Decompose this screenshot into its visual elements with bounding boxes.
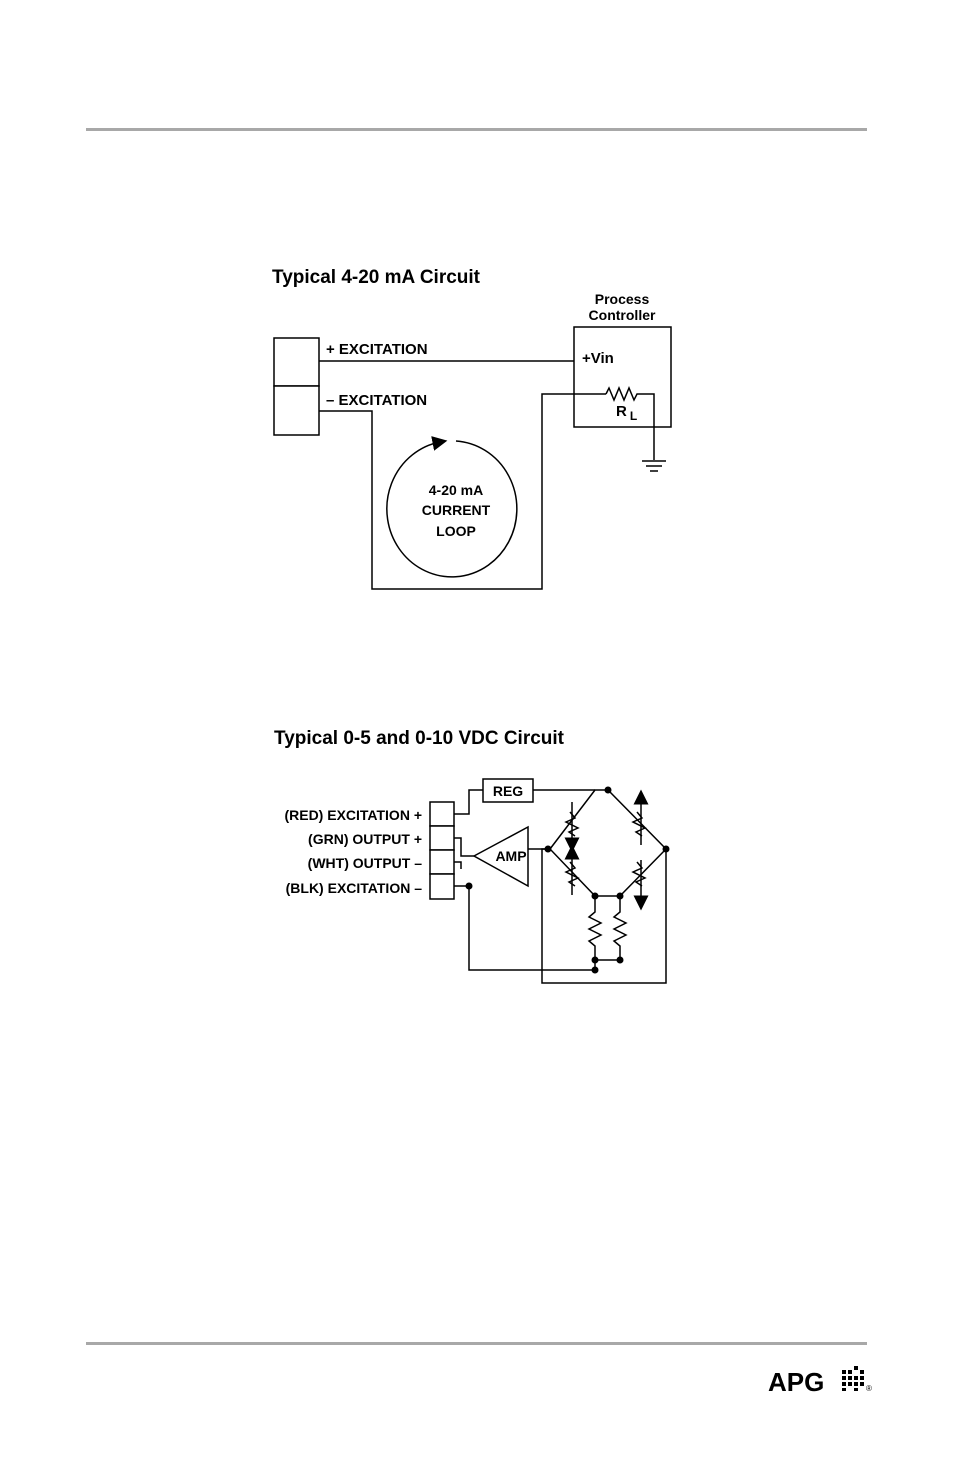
resistor-label-sub: L xyxy=(630,409,637,423)
lower-resistor-2 xyxy=(595,896,626,960)
apg-logo: APG ® xyxy=(768,1366,872,1397)
junction-dot xyxy=(592,957,599,964)
junction-dot xyxy=(592,967,599,974)
diagram-4-20ma: Typical 4-20 mA Circuit + EXCITATION – E… xyxy=(272,267,671,589)
wire-label-red: (RED) EXCITATION + xyxy=(284,807,422,823)
junction-dot xyxy=(592,893,599,900)
vin-label: +Vin xyxy=(582,350,614,367)
amp-label: AMP xyxy=(495,848,526,864)
logo-grid-icon xyxy=(842,1366,864,1391)
bridge-resistor-4 xyxy=(633,862,645,886)
terminal-wht xyxy=(430,850,454,874)
diagram-vdc: Typical 0-5 and 0-10 VDC Circuit (RED) E… xyxy=(274,728,670,983)
wire-label-blk: (BLK) EXCITATION – xyxy=(286,880,423,896)
loop-label-1: 4-20 mA xyxy=(429,482,483,498)
blk-ground-wire xyxy=(454,886,595,970)
red-to-reg-wire xyxy=(454,790,483,814)
bridge-outline xyxy=(550,790,666,896)
junction-dot xyxy=(663,846,670,853)
terminal-plus xyxy=(274,338,319,386)
loop-label-3: LOOP xyxy=(436,523,476,539)
terminal-grn xyxy=(430,826,454,850)
junction-dot xyxy=(466,883,473,890)
bridge-return-wire xyxy=(542,849,666,983)
terminal-blk xyxy=(430,874,454,899)
grn-to-amp-wire xyxy=(454,838,474,856)
wire-label-wht: (WHT) OUTPUT – xyxy=(308,855,423,871)
ground-icon xyxy=(642,461,666,471)
logo-mark: ® xyxy=(866,1384,872,1393)
junction-dot xyxy=(617,957,624,964)
terminal-red xyxy=(430,802,454,826)
terminal-minus xyxy=(274,386,319,435)
junction-dot xyxy=(545,846,552,853)
reg-label: REG xyxy=(493,783,523,799)
logo-text: APG xyxy=(768,1367,824,1397)
wht-wire xyxy=(454,862,461,869)
minus-excitation-label: – EXCITATION xyxy=(326,392,427,409)
bridge-resistor-3 xyxy=(633,812,645,836)
plus-excitation-label: + EXCITATION xyxy=(326,341,428,358)
controller-label-2: Controller xyxy=(589,307,656,323)
junction-dot xyxy=(605,787,612,794)
wire-label-grn: (GRN) OUTPUT + xyxy=(308,831,422,847)
loop-label-2: CURRENT xyxy=(422,502,491,518)
controller-label-1: Process xyxy=(595,291,650,307)
junction-dot xyxy=(617,893,624,900)
resistor-label-main: R xyxy=(616,403,627,420)
diagram2-title: Typical 0-5 and 0-10 VDC Circuit xyxy=(274,728,565,749)
diagram1-title: Typical 4-20 mA Circuit xyxy=(272,267,481,288)
